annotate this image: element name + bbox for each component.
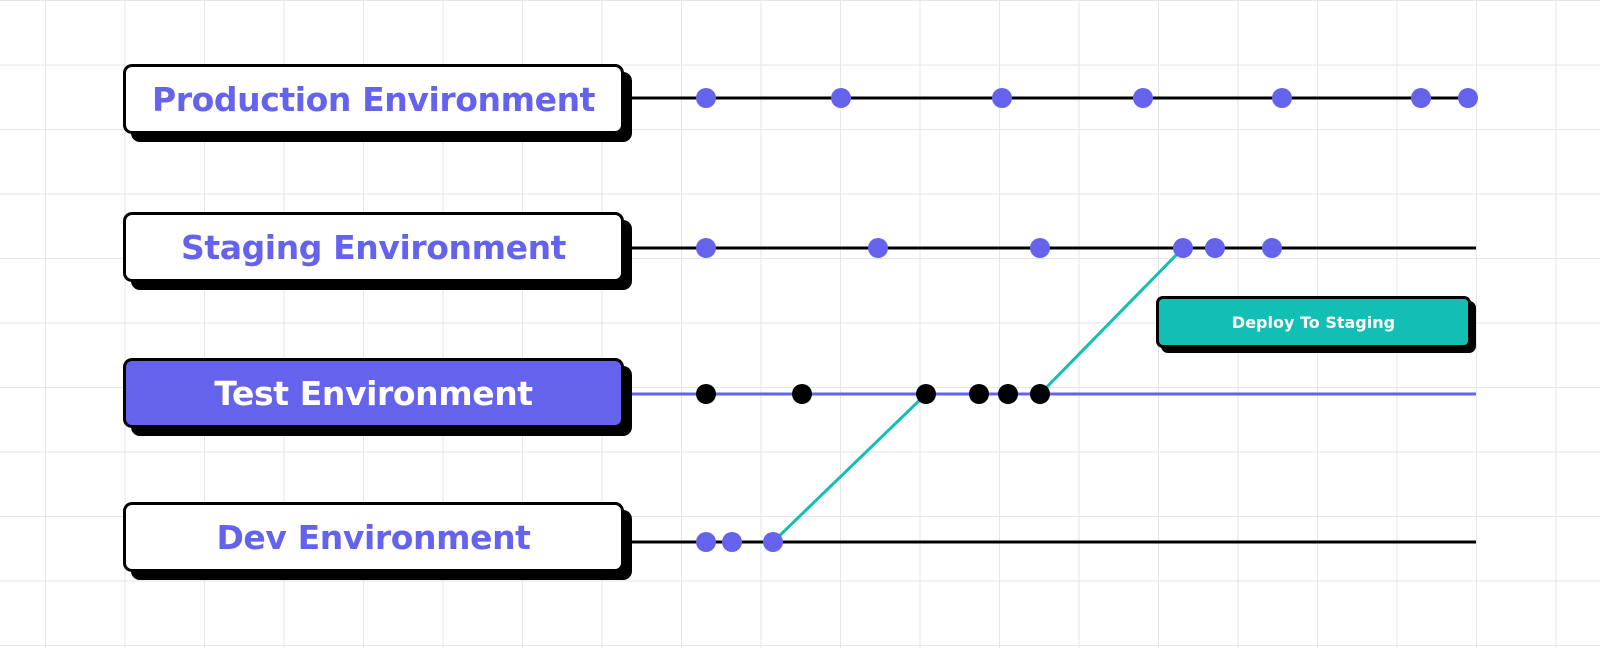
- staging-commit-dot: [1205, 238, 1225, 258]
- staging-commit-dot: [696, 238, 716, 258]
- staging-commit-dot: [1173, 238, 1193, 258]
- production-commit-dot: [992, 88, 1012, 108]
- production-commit-dot: [831, 88, 851, 108]
- promote-to-test-line: [771, 392, 928, 544]
- test-commit-dot: [998, 384, 1018, 404]
- promote-to-staging-line: [1038, 246, 1185, 396]
- production-environment-label: Production Environment: [123, 64, 624, 134]
- dev-commit-dot: [696, 532, 716, 552]
- test-environment-label: Test Environment: [123, 358, 624, 428]
- staging-commit-dot: [868, 238, 888, 258]
- staging-commit-dot: [1262, 238, 1282, 258]
- test-commit-dot: [792, 384, 812, 404]
- test-commit-dot: [1030, 384, 1050, 404]
- production-commit-dot: [1458, 88, 1478, 108]
- dev-commit-dot: [722, 532, 742, 552]
- test-commit-dot: [916, 384, 936, 404]
- production-commit-dot: [696, 88, 716, 108]
- dev-commit-dot: [763, 532, 783, 552]
- test-commit-dot: [969, 384, 989, 404]
- dev-environment-label: Dev Environment: [123, 502, 624, 572]
- staging-commit-dot: [1030, 238, 1050, 258]
- test-commit-dot: [696, 384, 716, 404]
- deploy-to-staging-button[interactable]: Deploy To Staging: [1156, 296, 1471, 348]
- production-commit-dot: [1133, 88, 1153, 108]
- production-commit-dot: [1411, 88, 1431, 108]
- production-commit-dot: [1272, 88, 1292, 108]
- staging-environment-label: Staging Environment: [123, 212, 624, 282]
